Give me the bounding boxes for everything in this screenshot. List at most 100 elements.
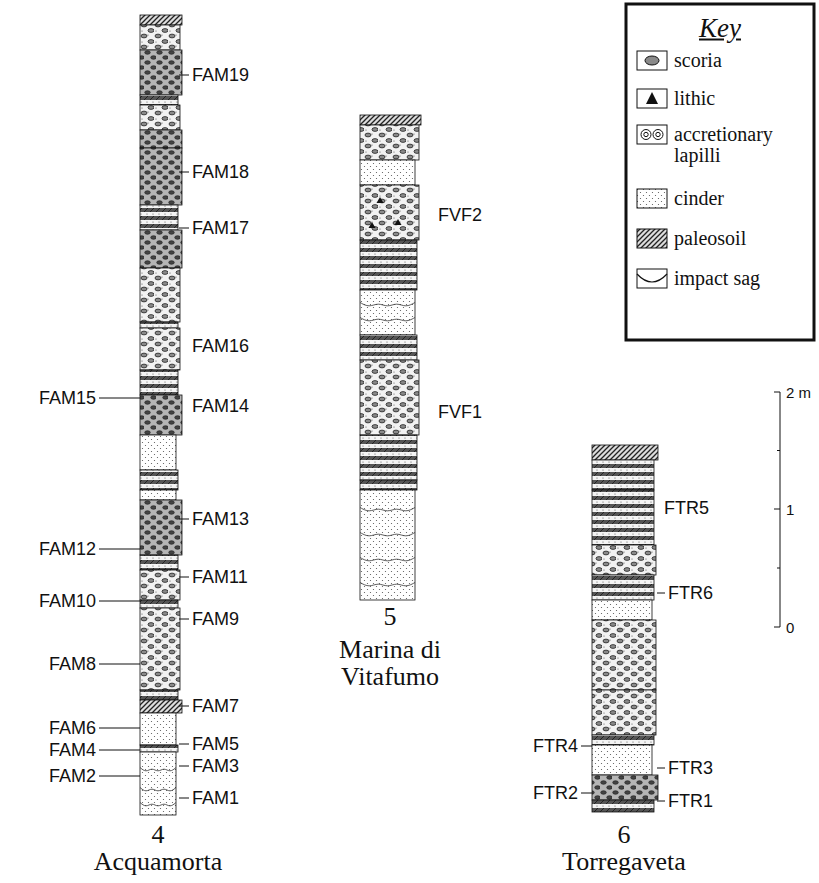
scale-label: 2 m bbox=[786, 385, 811, 400]
sample-label: FAM12 bbox=[39, 540, 96, 558]
strat-layer bbox=[592, 775, 658, 800]
sample-label: FAM15 bbox=[39, 389, 96, 407]
column-title: 6 bbox=[618, 821, 631, 848]
sample-label: FVF2 bbox=[438, 206, 482, 224]
leader-line bbox=[179, 706, 189, 707]
sample-label: FAM3 bbox=[192, 757, 239, 775]
legend-row: paleosoil bbox=[636, 228, 808, 249]
legend-row: lithic bbox=[636, 88, 808, 109]
scale-tick bbox=[774, 509, 780, 510]
leader-line bbox=[179, 798, 189, 799]
legend-swatch bbox=[636, 50, 668, 72]
strat-layer bbox=[140, 130, 182, 148]
strat-layer bbox=[140, 555, 178, 570]
strat-layer bbox=[140, 745, 178, 752]
sample-label: FTR4 bbox=[533, 737, 578, 755]
leader-line bbox=[99, 750, 140, 751]
legend-swatch bbox=[636, 228, 668, 250]
strat-layer bbox=[140, 370, 178, 395]
strat-layer bbox=[140, 490, 176, 500]
strat-layer bbox=[360, 185, 419, 240]
strat-layer bbox=[140, 205, 178, 230]
strat-layer bbox=[592, 545, 656, 575]
column-title: 5 bbox=[384, 603, 397, 630]
scale-label: 0 bbox=[786, 620, 794, 635]
strat-layer bbox=[140, 500, 182, 555]
legend-text: cinder bbox=[674, 188, 802, 209]
scale-tick bbox=[774, 392, 780, 393]
leader-line bbox=[179, 744, 189, 745]
strat-layer bbox=[360, 480, 417, 490]
legend-swatch bbox=[636, 124, 668, 146]
leader-line bbox=[179, 75, 189, 76]
column bbox=[592, 445, 658, 812]
strat-layer bbox=[140, 15, 182, 25]
sample-label: FVF1 bbox=[438, 403, 482, 421]
sample-label: FTR5 bbox=[664, 499, 709, 517]
column-title: Marina di Vitafumo bbox=[305, 636, 475, 691]
lamina bbox=[360, 583, 415, 586]
sample-label: FAM4 bbox=[49, 741, 96, 759]
strat-layer bbox=[140, 395, 182, 435]
strat-layer bbox=[140, 148, 182, 205]
strat-layer bbox=[592, 620, 656, 690]
leader-line bbox=[179, 228, 189, 229]
leader-line bbox=[179, 519, 189, 520]
leader-line bbox=[657, 593, 665, 594]
column-title: Torregaveta bbox=[562, 848, 686, 875]
sample-label: FTR3 bbox=[668, 759, 713, 777]
lamina bbox=[360, 318, 415, 321]
strat-layer bbox=[140, 470, 178, 490]
strat-layer bbox=[592, 600, 652, 620]
scale-tick bbox=[777, 568, 780, 569]
strat-layer bbox=[140, 322, 178, 328]
sample-label: FTR1 bbox=[668, 792, 713, 810]
column-title: Acquamorta bbox=[94, 848, 223, 875]
scale-tick bbox=[774, 627, 780, 628]
strat-layer bbox=[140, 230, 182, 268]
strat-layer bbox=[592, 575, 654, 600]
column bbox=[360, 115, 421, 600]
leader-line bbox=[99, 398, 140, 399]
lithic-clast bbox=[369, 222, 376, 228]
sample-label: FAM9 bbox=[192, 610, 239, 628]
strat-layer bbox=[360, 335, 417, 360]
sample-label: FTR2 bbox=[533, 784, 578, 802]
leader-line bbox=[179, 766, 189, 767]
leader-line bbox=[657, 768, 665, 769]
lamina bbox=[360, 508, 415, 511]
strat-layer bbox=[592, 445, 658, 460]
strat-layer bbox=[360, 290, 415, 335]
strat-layer bbox=[360, 360, 419, 435]
lamina bbox=[140, 803, 176, 806]
strat-layer bbox=[592, 745, 652, 775]
strat-layer bbox=[140, 713, 176, 745]
legend-swatch bbox=[636, 268, 668, 290]
strat-layer bbox=[360, 160, 415, 185]
strat-layer bbox=[140, 570, 180, 600]
strat-layer bbox=[360, 115, 421, 125]
strat-layer bbox=[140, 752, 176, 815]
lamina bbox=[140, 768, 176, 771]
leader-line bbox=[179, 577, 189, 578]
strat-layer bbox=[140, 25, 180, 50]
leader-line bbox=[99, 601, 140, 602]
sample-label: FTR6 bbox=[668, 584, 713, 602]
strat-layer bbox=[592, 490, 654, 545]
leader-line bbox=[99, 664, 140, 665]
leader-line bbox=[99, 776, 140, 777]
sample-label: FAM8 bbox=[49, 655, 96, 673]
column bbox=[140, 15, 182, 815]
sample-label: FAM17 bbox=[192, 219, 249, 237]
lithic-clast bbox=[395, 219, 402, 225]
leader-line bbox=[657, 801, 665, 802]
sample-label: FAM6 bbox=[49, 719, 96, 737]
scale-tick bbox=[777, 450, 780, 451]
strat-layer bbox=[140, 608, 180, 690]
strat-layer bbox=[592, 800, 654, 812]
legend-text: scoria bbox=[674, 50, 802, 71]
sample-label: FAM10 bbox=[39, 592, 96, 610]
sample-label: FAM2 bbox=[49, 767, 96, 785]
leader-line bbox=[99, 728, 140, 729]
